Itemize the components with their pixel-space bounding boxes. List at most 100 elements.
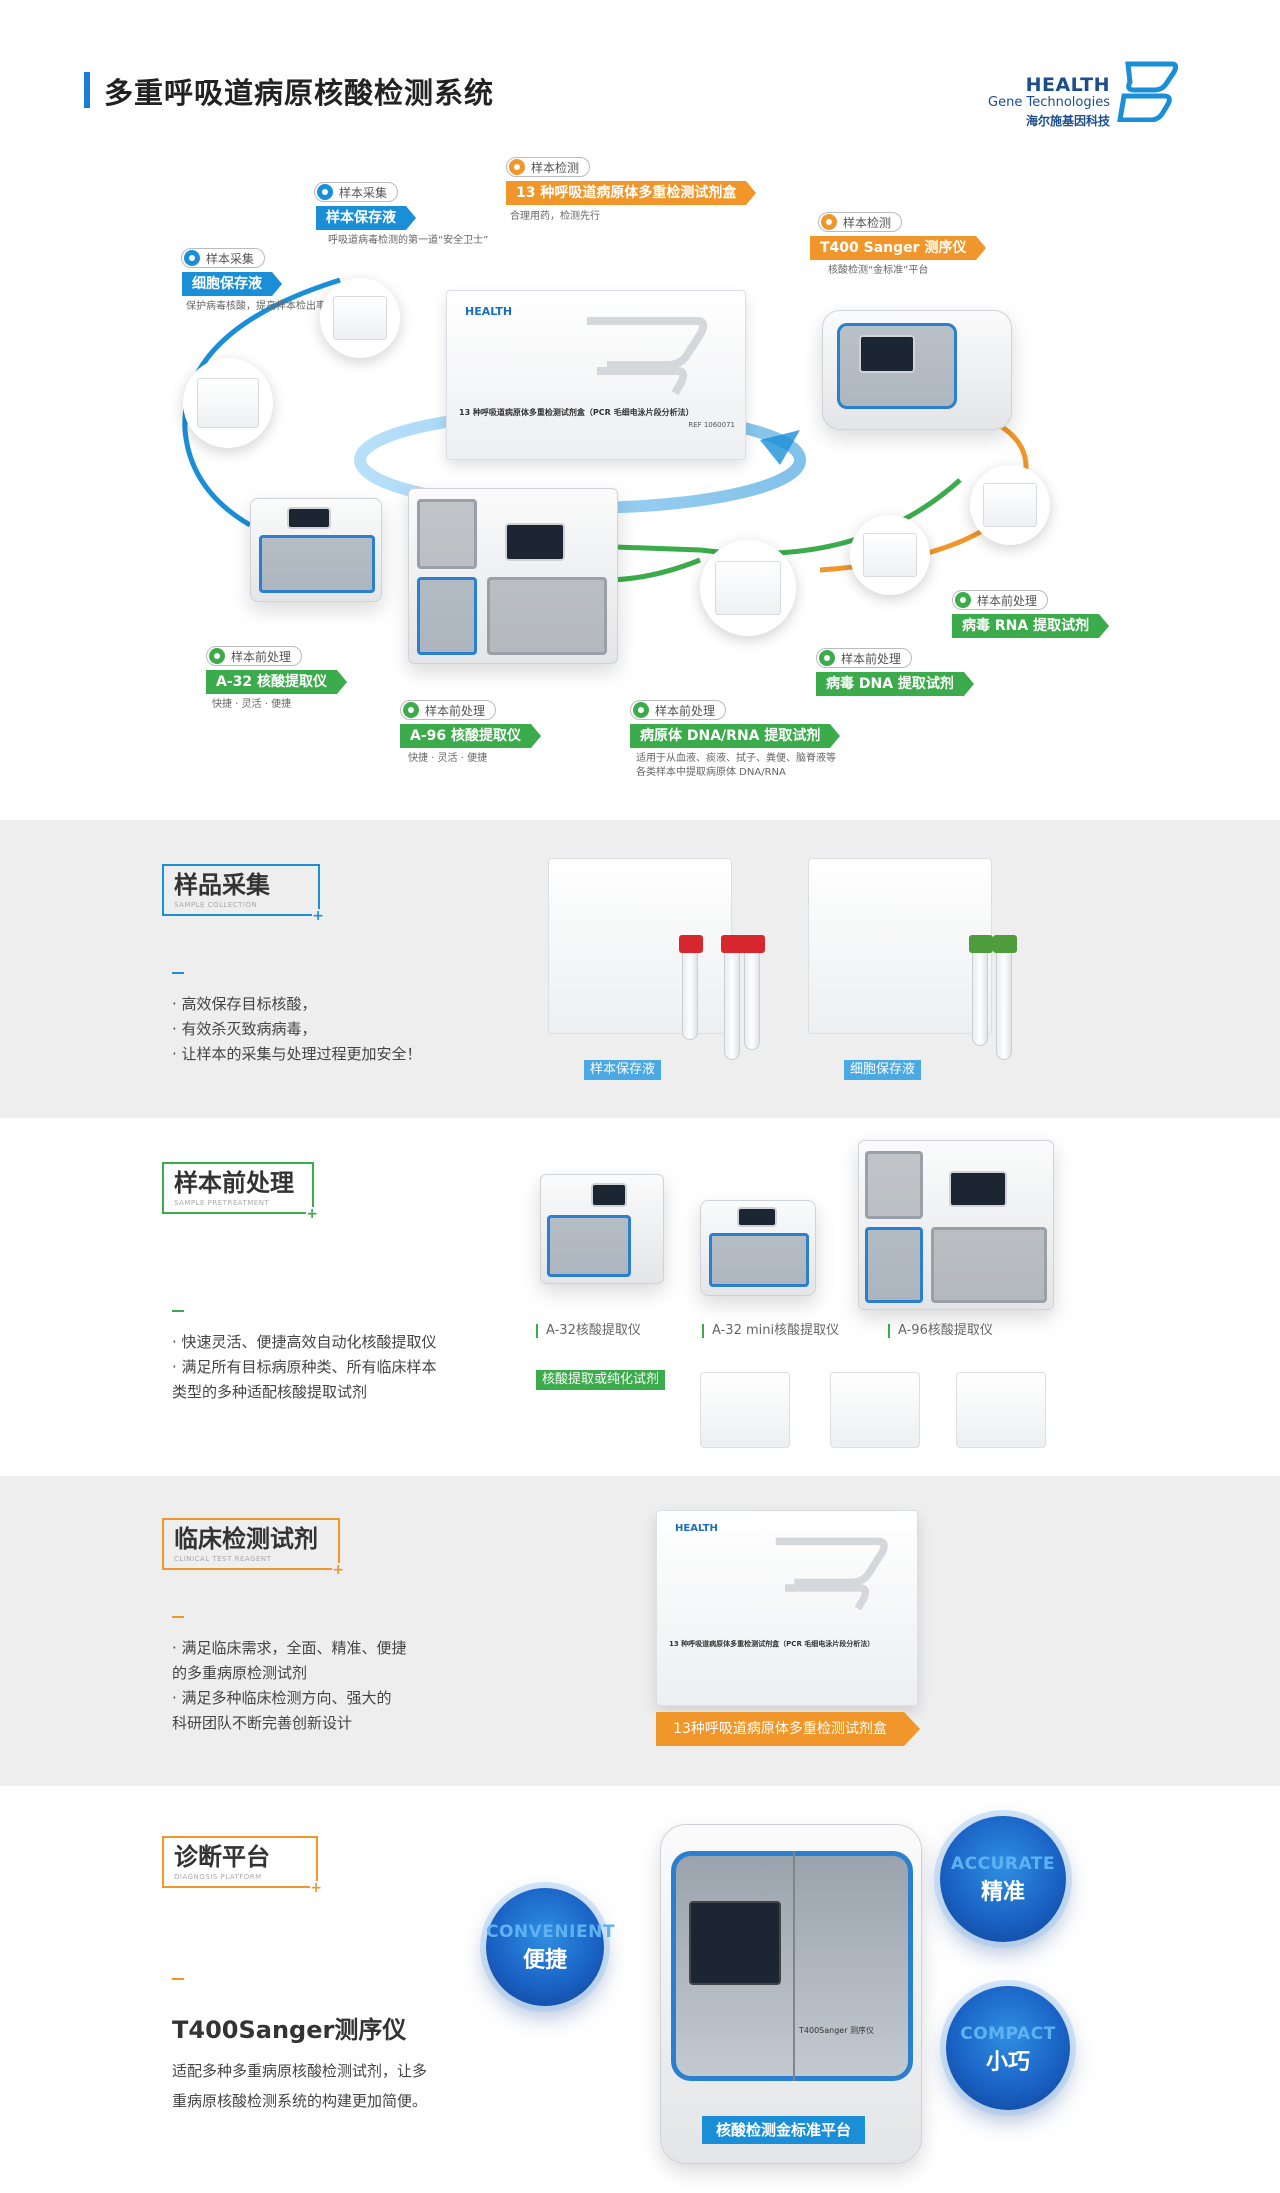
a32-instrument-screen [591, 1183, 627, 1207]
kit-box-title: 13 种呼吸道病原体多重检测试剂盒（PCR 毛细电泳片段分析法） [459, 408, 694, 417]
pill-label: 样本前处理 [841, 651, 902, 666]
multiplex-kit-box: HEALTH 13 种呼吸道病原体多重检测试剂盒（PCR 毛细电泳片段分析法） [656, 1510, 918, 1706]
extraction-kit [830, 1372, 920, 1448]
section-pretreatment: 样本前处理 SAMPLE PRETREATMENT + · 快速灵活、便捷高效自… [0, 1118, 1280, 1476]
plus-icon: + [332, 1562, 344, 1578]
sequencer-screen [859, 335, 915, 373]
sampling-title: 样品采集 [174, 871, 270, 899]
desc-pathogen-reagent-1: 适用于从血液、痰液、拭子、粪便、脑脊液等 [636, 753, 836, 764]
plus-icon: + [312, 908, 324, 924]
platform-gold-standard-tag: 核酸检测金标准平台 [702, 2116, 866, 2144]
tube-cap [969, 935, 993, 953]
section-sampling: 样品采集 SAMPLE COLLECTION + · 高效保存目标核酸， · 有… [0, 820, 1280, 1118]
cell-preservation-kit [808, 858, 992, 1034]
kit-detection-dot-icon [509, 159, 525, 175]
cell-tube [969, 935, 993, 1046]
feature-en: CONVENIENT [486, 1922, 615, 1942]
step-pill-cell-collection: 样本采集 [181, 248, 266, 268]
dna-dot-icon [819, 650, 835, 666]
feature-compact: COMPACT 小巧 [946, 1986, 1070, 2110]
step-pill-sequencer: 样本检测 [818, 212, 903, 232]
section-clinical: 临床检测试剂 CLINICAL TEST REAGENT + · 满足临床需求，… [0, 1476, 1280, 1786]
pretreatment-bullet: 类型的多种适配核酸提取试剂 [172, 1383, 368, 1401]
tube-cap [741, 935, 765, 953]
tag-t400-sequencer: T400 Sanger 测序仪 [810, 236, 987, 260]
product-box [715, 561, 781, 615]
a96-main-window [487, 577, 607, 655]
tag-dna-reagent: 病毒 DNA 提取试剂 [816, 672, 974, 696]
a96-upper-window [417, 499, 477, 569]
desc-a32-extractor: 快捷 · 灵活 · 便捷 [212, 699, 292, 710]
sampling-bullet: · 有效杀灭致病病毒， [172, 1020, 317, 1038]
plus-icon: + [306, 1206, 318, 1222]
platform-subtitle: DIAGNOSIS PLATFORM [174, 1873, 262, 1881]
platform-dash [172, 1978, 184, 1980]
sequencer-door-seam [793, 1851, 795, 2081]
caption-cell-preservation: 细胞保存液 [844, 1060, 922, 1080]
feature-cn: 精准 [980, 1880, 1025, 1905]
a32-extractor-illustration [250, 498, 382, 602]
dna-reagent-product [850, 515, 930, 595]
tube-cap [679, 935, 703, 953]
step-pill-a96: 样本前处理 [400, 700, 497, 720]
pill-label: 样本前处理 [231, 649, 292, 664]
a96-lower-window [417, 577, 477, 655]
pretreatment-dash [172, 1310, 184, 1312]
extraction-kit [700, 1372, 790, 1448]
plus-icon: + [310, 1880, 322, 1896]
t400-sequencer: T400Sanger 测序仪 [660, 1824, 922, 2164]
desc-a96-extractor: 快捷 · 灵活 · 便捷 [408, 753, 488, 764]
label-a32: A-32核酸提取仪 [536, 1324, 641, 1338]
logo-text-gene: Gene Technologies [988, 95, 1110, 110]
pill-label: 样本检测 [531, 160, 580, 175]
section-platform: 诊断平台 DIAGNOSIS PLATFORM + T400Sanger测序仪 … [0, 1786, 1280, 2193]
a32-window [259, 535, 375, 593]
feature-en: ACCURATE [950, 1854, 1056, 1874]
caption-sample-preservation: 样本保存液 [584, 1060, 662, 1080]
a96-instrument-screen [949, 1171, 1007, 1207]
product-box [332, 295, 388, 341]
rna-reagent-product [970, 465, 1050, 545]
page-title: 多重呼吸道病原核酸检测系统 [104, 76, 495, 110]
sample-tube [721, 935, 745, 1060]
pretreatment-title: 样本前处理 [174, 1169, 294, 1197]
clinical-bullet: 科研团队不断完善创新设计 [172, 1714, 353, 1732]
platform-desc-line: 适配多种多重病原核酸检测试剂，让多 [172, 2062, 428, 2080]
tag-multiplex-kit: 13 种呼吸道病原体多重检测试剂盒 [506, 181, 757, 205]
pill-label: 样本采集 [339, 185, 388, 200]
a96-instrument [858, 1140, 1054, 1310]
sample-collection-dot-icon [317, 184, 333, 200]
sampling-bullet: · 高效保存目标核酸， [172, 995, 317, 1013]
hero-workflow: 样本采集 细胞保存液 保护病毒核酸，提高样本检出率 样本采集 样本保存液 呼吸道… [0, 130, 1280, 820]
cell-preservation-product [183, 358, 273, 448]
tube-cap [721, 935, 745, 953]
caption-multiplex-kit: 13种呼吸道病原体多重检测试剂盒 [656, 1712, 920, 1746]
label-a32-mini: A-32 mini核酸提取仪 [702, 1324, 839, 1338]
tag-cell-preservation: 细胞保存液 [182, 272, 282, 296]
sampling-dash [172, 972, 184, 974]
tag-a32-extractor: A-32 核酸提取仪 [206, 670, 348, 694]
title-accent-bar [84, 72, 90, 108]
t400-sequencer-illustration [822, 310, 1012, 430]
pill-label: 样本前处理 [977, 593, 1038, 608]
kit-title: 13 种呼吸道病原体多重检测试剂盒（PCR 毛细电泳片段分析法） [669, 1640, 875, 1648]
desc-cell-preservation: 保护病毒核酸，提高样本检出率 [186, 301, 326, 312]
pill-label: 样本前处理 [655, 703, 716, 718]
kit-box-illustration: HEALTH 13 种呼吸道病原体多重检测试剂盒（PCR 毛细电泳片段分析法） … [446, 290, 746, 460]
platform-title: 诊断平台 [174, 1843, 270, 1871]
clinical-bullet: · 满足多种临床检测方向、强大的 [172, 1689, 392, 1707]
a96-instrument-lower [865, 1227, 923, 1303]
desc-multiplex-kit: 合理用药，检测先行 [510, 211, 600, 222]
a32-mini-screen [737, 1207, 777, 1227]
feature-en: COMPACT [960, 2024, 1056, 2044]
clinical-title-box: 临床检测试剂 CLINICAL TEST REAGENT + [162, 1518, 344, 1577]
page-header: 多重呼吸道病原核酸检测系统 HEALTH Gene Technologies 海… [0, 0, 1280, 130]
kit-box-logo-icon [587, 317, 708, 396]
a96-instrument-main [931, 1227, 1047, 1303]
a32-mini-instrument [700, 1200, 816, 1296]
sample-preservation-product [320, 278, 400, 358]
pretreatment-bullet: · 快速灵活、便捷高效自动化核酸提取仪 [172, 1333, 437, 1351]
feature-cn: 小巧 [985, 2050, 1030, 2075]
a32-instrument-window [547, 1215, 631, 1277]
step-pill-kit-detection: 样本检测 [506, 157, 591, 177]
